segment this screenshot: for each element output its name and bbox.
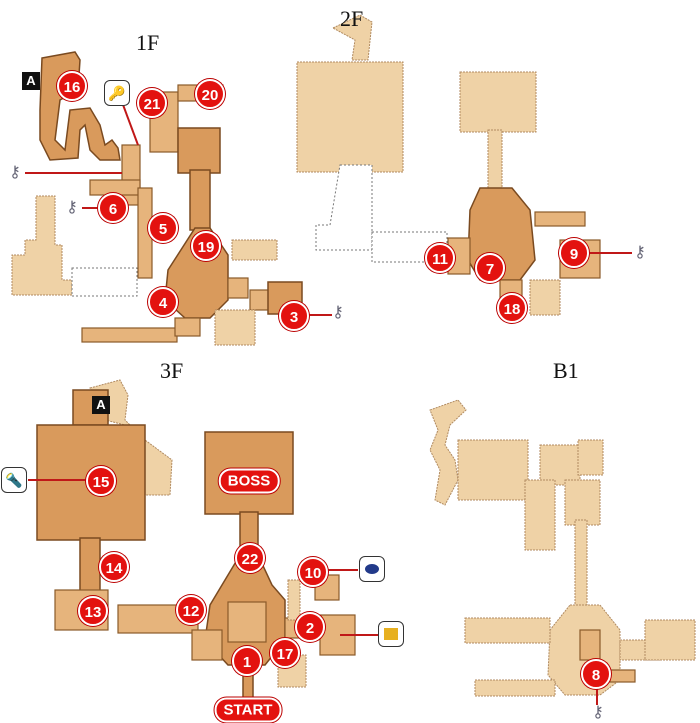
floor-2f-rooms: [296, 14, 601, 316]
marker-5[interactable]: 5: [148, 213, 178, 243]
marker-1[interactable]: 1: [232, 646, 262, 676]
warp-point-a-3f: A: [92, 396, 110, 414]
key-icon: ⚷: [634, 244, 646, 261]
key-icon: ⚷: [332, 304, 344, 321]
floor-label-2f: 2F: [340, 6, 364, 31]
boss-label: BOSS: [218, 468, 280, 494]
marker-22[interactable]: 22: [235, 543, 265, 573]
marker-14[interactable]: 14: [99, 552, 129, 582]
flashlight-icon: 🔦: [1, 467, 27, 493]
marker-3[interactable]: 3: [279, 301, 309, 331]
marker-6[interactable]: 6: [98, 193, 128, 223]
floor-3f-rooms: [36, 379, 356, 701]
marker-7[interactable]: 7: [475, 253, 505, 283]
marker-16[interactable]: 16: [57, 71, 87, 101]
marker-20[interactable]: 20: [195, 79, 225, 109]
warp-point-a-1f: A: [22, 72, 40, 90]
floor-label-1f: 1F: [136, 30, 160, 55]
marker-8[interactable]: 8: [581, 659, 611, 689]
key-icon: ⚷: [592, 704, 604, 721]
key-icon: ⚷: [9, 164, 21, 181]
marker-9[interactable]: 9: [559, 238, 589, 268]
marker-17[interactable]: 17: [270, 638, 300, 668]
marker-21[interactable]: 21: [137, 88, 167, 118]
marker-13[interactable]: 13: [78, 596, 108, 626]
marker-4[interactable]: 4: [148, 287, 178, 317]
floor-label-b1: B1: [553, 358, 579, 383]
marker-10[interactable]: 10: [298, 557, 328, 587]
floor-b1-rooms: [429, 399, 696, 697]
scroll-icon: [378, 621, 404, 647]
marker-12[interactable]: 12: [176, 595, 206, 625]
marker-19[interactable]: 19: [191, 231, 221, 261]
orb-icon: [359, 556, 385, 582]
key-item-icon: 🔑: [104, 80, 130, 106]
marker-15[interactable]: 15: [86, 466, 116, 496]
marker-2[interactable]: 2: [295, 612, 325, 642]
marker-11[interactable]: 11: [425, 243, 455, 273]
key-icon: ⚷: [66, 199, 78, 216]
marker-18[interactable]: 18: [497, 293, 527, 323]
floor-label-3f: 3F: [160, 358, 184, 383]
start-label: START: [214, 697, 282, 723]
